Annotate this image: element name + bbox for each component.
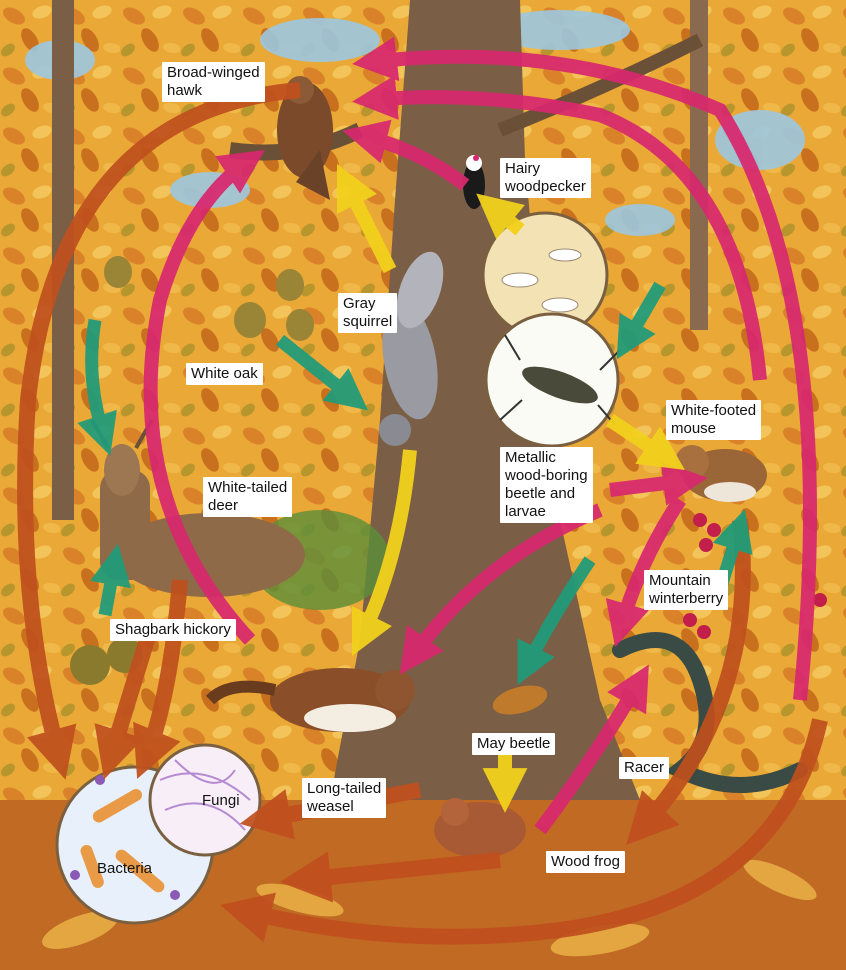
label-wood-frog: Wood frog [546,851,625,873]
label-shagbark-hickory: Shagbark hickory [110,619,236,641]
label-mountain-winterberry: Mountain winterberry [644,570,728,610]
label-may-beetle: May beetle [472,733,555,755]
label-gray-squirrel: Gray squirrel [338,293,397,333]
label-racer: Racer [619,757,669,779]
label-white-footed-mouse: White-footed mouse [666,400,761,440]
beetle-inset [486,314,620,446]
label-fungi: Fungi [197,790,245,812]
label-broad-winged-hawk: Broad-winged hawk [162,62,265,102]
label-metallic-wood-boring-beetle: Metallic wood-boring beetle and larvae [500,447,593,523]
label-long-tailed-weasel: Long-tailed weasel [302,778,386,818]
label-bacteria: Bacteria [92,858,157,880]
label-white-oak: White oak [186,363,263,385]
label-hairy-woodpecker: Hairy woodpecker [500,158,591,198]
label-white-tailed-deer: White-tailed deer [203,477,292,517]
